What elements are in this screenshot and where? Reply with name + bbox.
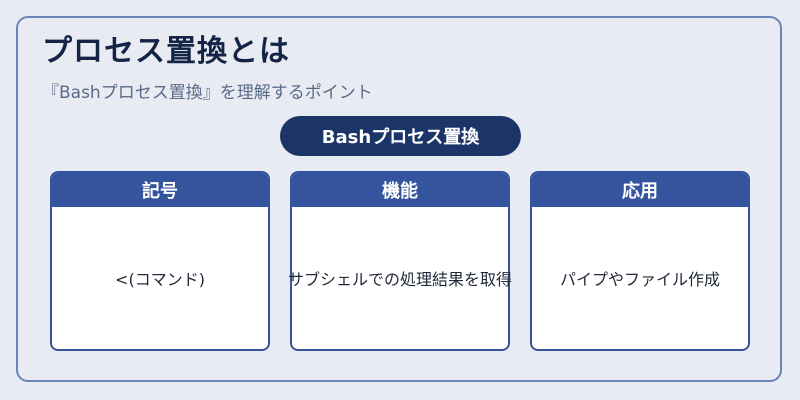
card-symbol: 記号 <(コマンド) xyxy=(50,171,270,351)
card-body: サブシェルでの処理結果を取得 xyxy=(288,270,513,289)
center-node-label: Bashプロセス置換 xyxy=(321,127,480,148)
card-header: 応用 xyxy=(532,173,748,207)
diagram-title: プロセス置換とは xyxy=(42,34,290,69)
card-body: パイプやファイル作成 xyxy=(559,270,720,289)
card-body: <(コマンド) xyxy=(115,270,205,289)
card-header: 記号 xyxy=(52,173,268,207)
card-function: 機能 サブシェルでの処理結果を取得 xyxy=(288,171,513,351)
card-application: 応用 パイプやファイル作成 xyxy=(530,171,750,351)
diagram-subtitle: 『Bashプロセス置換』を理解するポイント xyxy=(42,83,373,103)
center-node: Bashプロセス置換 xyxy=(280,116,521,156)
card-header: 機能 xyxy=(292,173,508,207)
